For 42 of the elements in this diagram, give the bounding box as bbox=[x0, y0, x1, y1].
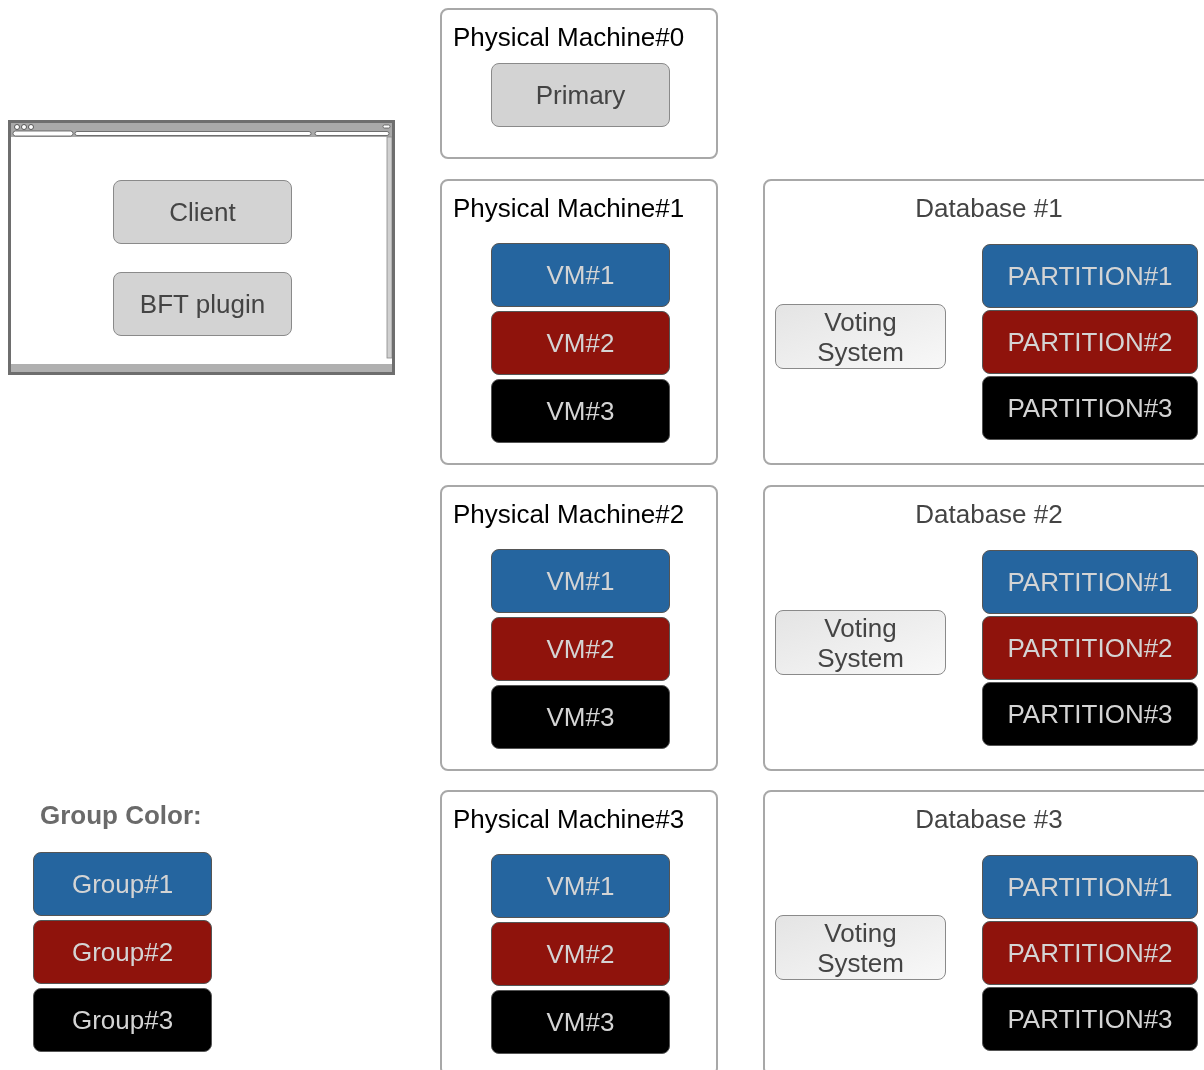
group-box: VM#1 bbox=[491, 549, 670, 613]
database-panel bbox=[763, 485, 1204, 771]
group-box: PARTITION#2 bbox=[982, 616, 1198, 680]
panel-title: Database #3 bbox=[914, 804, 1064, 834]
process-box: Client bbox=[113, 180, 292, 244]
group-box: VM#3 bbox=[491, 685, 670, 749]
group-box: VM#2 bbox=[491, 311, 670, 375]
group-box: PARTITION#1 bbox=[982, 855, 1198, 919]
group-box: VM#2 bbox=[491, 617, 670, 681]
group-box: PARTITION#1 bbox=[982, 550, 1198, 614]
group-box: VM#3 bbox=[491, 379, 670, 443]
group-box: PARTITION#1 bbox=[982, 244, 1198, 308]
database-panel bbox=[763, 790, 1204, 1070]
machine-panel bbox=[440, 179, 718, 465]
group-box: VM#2 bbox=[491, 922, 670, 986]
panel-title: Database #2 bbox=[914, 499, 1064, 529]
group-box: VM#3 bbox=[491, 990, 670, 1054]
panel-title: Physical Machine#2 bbox=[453, 499, 685, 529]
group-box: PARTITION#3 bbox=[982, 376, 1198, 440]
group-box: PARTITION#2 bbox=[982, 310, 1198, 374]
voting-box: Voting System bbox=[775, 610, 946, 675]
legend-swatch: Group#2 bbox=[33, 920, 212, 984]
machine-panel bbox=[440, 485, 718, 771]
machine-panel bbox=[440, 8, 718, 159]
process-box: Primary bbox=[491, 63, 670, 127]
group-box: VM#1 bbox=[491, 854, 670, 918]
database-panel bbox=[763, 179, 1204, 465]
legend-title: Group Color: bbox=[40, 800, 202, 831]
voting-box: Voting System bbox=[775, 304, 946, 369]
group-box: PARTITION#2 bbox=[982, 921, 1198, 985]
legend-swatch: Group#1 bbox=[33, 852, 212, 916]
voting-box: Voting System bbox=[775, 915, 946, 980]
legend-swatch: Group#3 bbox=[33, 988, 212, 1052]
machine-panel bbox=[440, 790, 718, 1070]
group-box: PARTITION#3 bbox=[982, 682, 1198, 746]
panel-title: Physical Machine#0 bbox=[453, 22, 685, 52]
process-box: BFT plugin bbox=[113, 272, 292, 336]
panel-title: Database #1 bbox=[914, 193, 1064, 223]
panel-title: Physical Machine#1 bbox=[453, 193, 685, 223]
panel-title: Physical Machine#3 bbox=[453, 804, 685, 834]
group-box: PARTITION#3 bbox=[982, 987, 1198, 1051]
group-box: VM#1 bbox=[491, 243, 670, 307]
